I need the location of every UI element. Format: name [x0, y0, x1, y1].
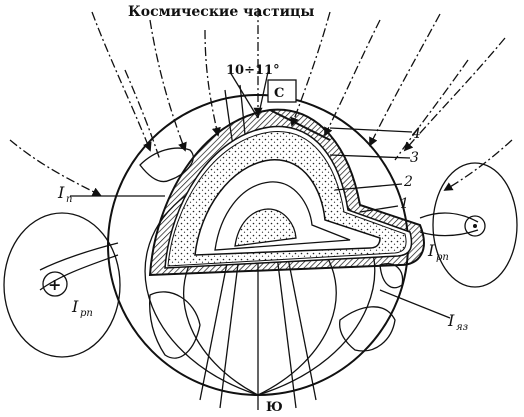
- svg-text:яз: яз: [456, 322, 468, 333]
- svg-text:п: п: [66, 194, 72, 205]
- label-i-rp-right: I рп: [427, 241, 449, 263]
- svg-text:рп: рп: [80, 308, 93, 319]
- ring-current-left: [3, 212, 121, 358]
- callout-leaders: [70, 71, 451, 319]
- positive-charge-symbol: +: [48, 275, 61, 294]
- svg-text:рп: рп: [436, 252, 449, 263]
- svg-text:I: I: [427, 241, 435, 260]
- ring-current-right: [419, 162, 518, 288]
- callout-2: 2: [403, 174, 413, 190]
- callout-4: 4: [411, 126, 421, 142]
- svg-text:I: I: [447, 311, 455, 330]
- callout-1: 1: [400, 196, 409, 212]
- callout-3: 3: [410, 150, 419, 166]
- label-i-yaz: I яз: [447, 311, 468, 333]
- title-label: Космические частицы: [128, 4, 314, 20]
- earth-cutaway: [148, 108, 425, 277]
- north-marker-box: [267, 79, 297, 103]
- svg-text:I: I: [71, 297, 79, 316]
- south-pole-label: Ю: [266, 400, 283, 415]
- svg-text:I: I: [57, 183, 65, 202]
- label-i-n: I п: [57, 183, 72, 205]
- angle-label: 10÷11°: [226, 63, 280, 78]
- label-i-rp-left: I рп: [71, 297, 93, 319]
- north-pole-label: С: [274, 86, 284, 101]
